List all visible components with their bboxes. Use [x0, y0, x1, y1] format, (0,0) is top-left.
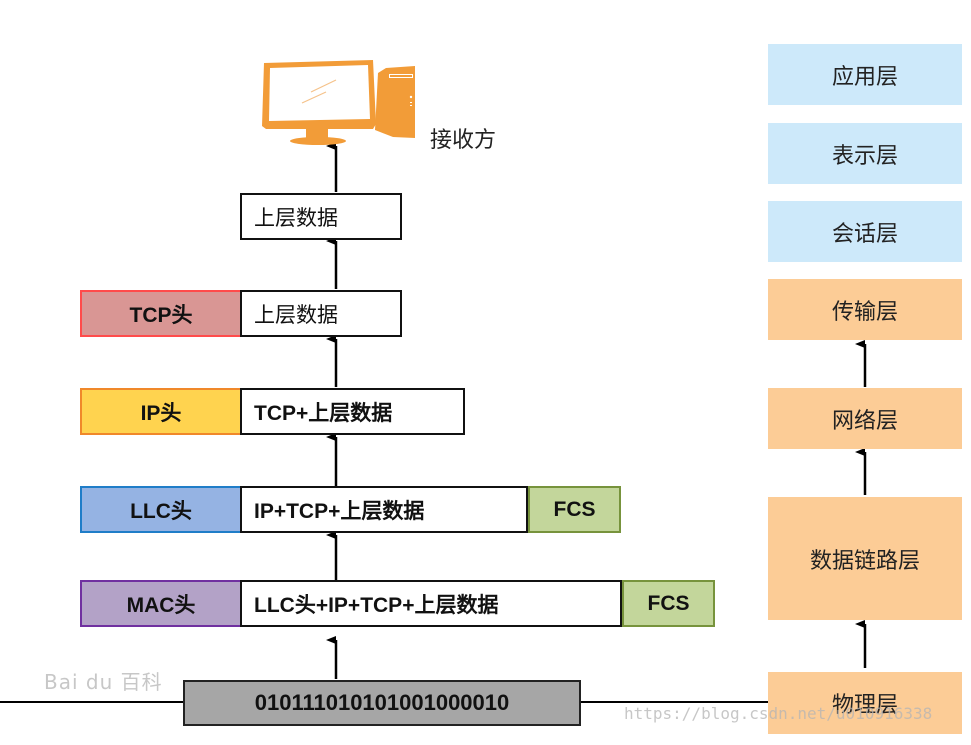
ip-data-box: TCP+上层数据 [240, 388, 465, 435]
osi-layer-datalink: 数据链路层 [768, 497, 962, 620]
baidu-watermark: Bai du 百科 [44, 670, 163, 694]
receiver-label: 接收方 [430, 128, 497, 153]
tcp-data-box: 上层数据 [240, 290, 402, 337]
osi-layer-application: 应用层 [768, 44, 962, 105]
osi-layer-presentation: 表示层 [768, 123, 962, 184]
ip-header-box: IP头 [80, 388, 242, 435]
bitstream-box: 010111010101001000010 [183, 680, 581, 726]
llc-data-box: IP+TCP+上层数据 [240, 486, 528, 533]
osi-layer-session: 会话层 [768, 201, 962, 262]
desktop-computer-icon [262, 60, 415, 145]
mac-data-box: LLC头+IP+TCP+上层数据 [240, 580, 622, 627]
mac-fcs-box: FCS [622, 580, 715, 627]
osi-layer-physical: 物理层 [768, 672, 962, 734]
mac-header-box: MAC头 [80, 580, 242, 627]
csdn-watermark: https://blog.csdn.net/u010916338 [624, 704, 933, 723]
upper-data-box: 上层数据 [240, 193, 402, 240]
llc-fcs-box: FCS [528, 486, 621, 533]
tcp-header-box: TCP头 [80, 290, 242, 337]
osi-layer-network: 网络层 [768, 388, 962, 449]
osi-layer-transport: 传输层 [768, 279, 962, 340]
llc-header-box: LLC头 [80, 486, 242, 533]
